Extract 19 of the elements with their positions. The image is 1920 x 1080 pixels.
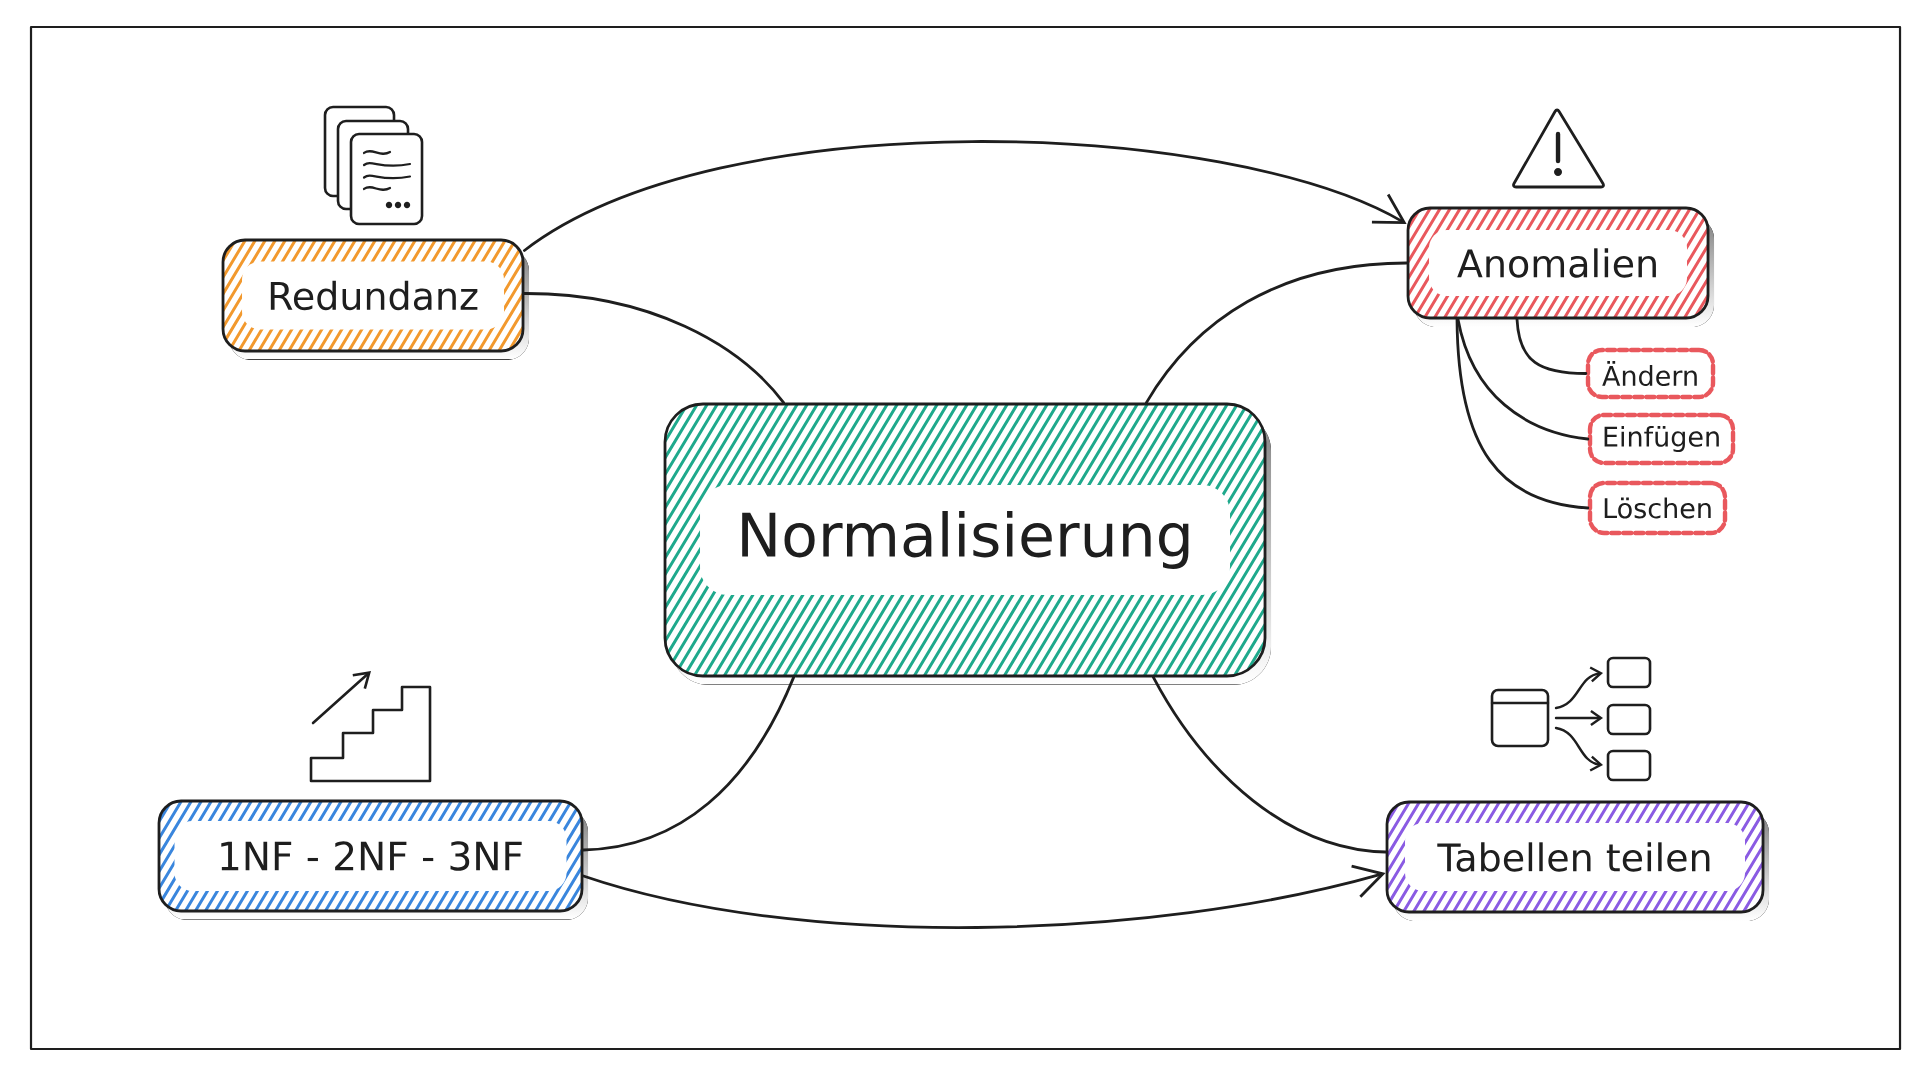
curved-arrow (582, 864, 1386, 929)
connector-line (523, 292, 785, 404)
connector-line (1145, 261, 1408, 404)
connector-line (1456, 318, 1590, 441)
connector-line (582, 676, 795, 852)
tag-box: Einfügen (1587, 412, 1736, 466)
tag-box: Ändern (1585, 347, 1716, 400)
topic-box: Redundanz (221, 238, 529, 360)
node-label: Anomalien (1457, 248, 1656, 278)
connector-line (1455, 318, 1590, 510)
connector-line (1152, 676, 1387, 854)
curved-arrow (523, 140, 1407, 252)
node-label: Tabellen teilen (1437, 842, 1710, 872)
tag-box: Löschen (1587, 480, 1728, 536)
topic-box: Anomalien (1406, 206, 1714, 327)
topic-box: 1NF - 2NF - 3NF (157, 799, 588, 920)
topic-box: Tabellen teilen (1385, 800, 1769, 921)
central-topic-box: Normalisierung (663, 402, 1271, 685)
connector-line (1515, 318, 1588, 375)
